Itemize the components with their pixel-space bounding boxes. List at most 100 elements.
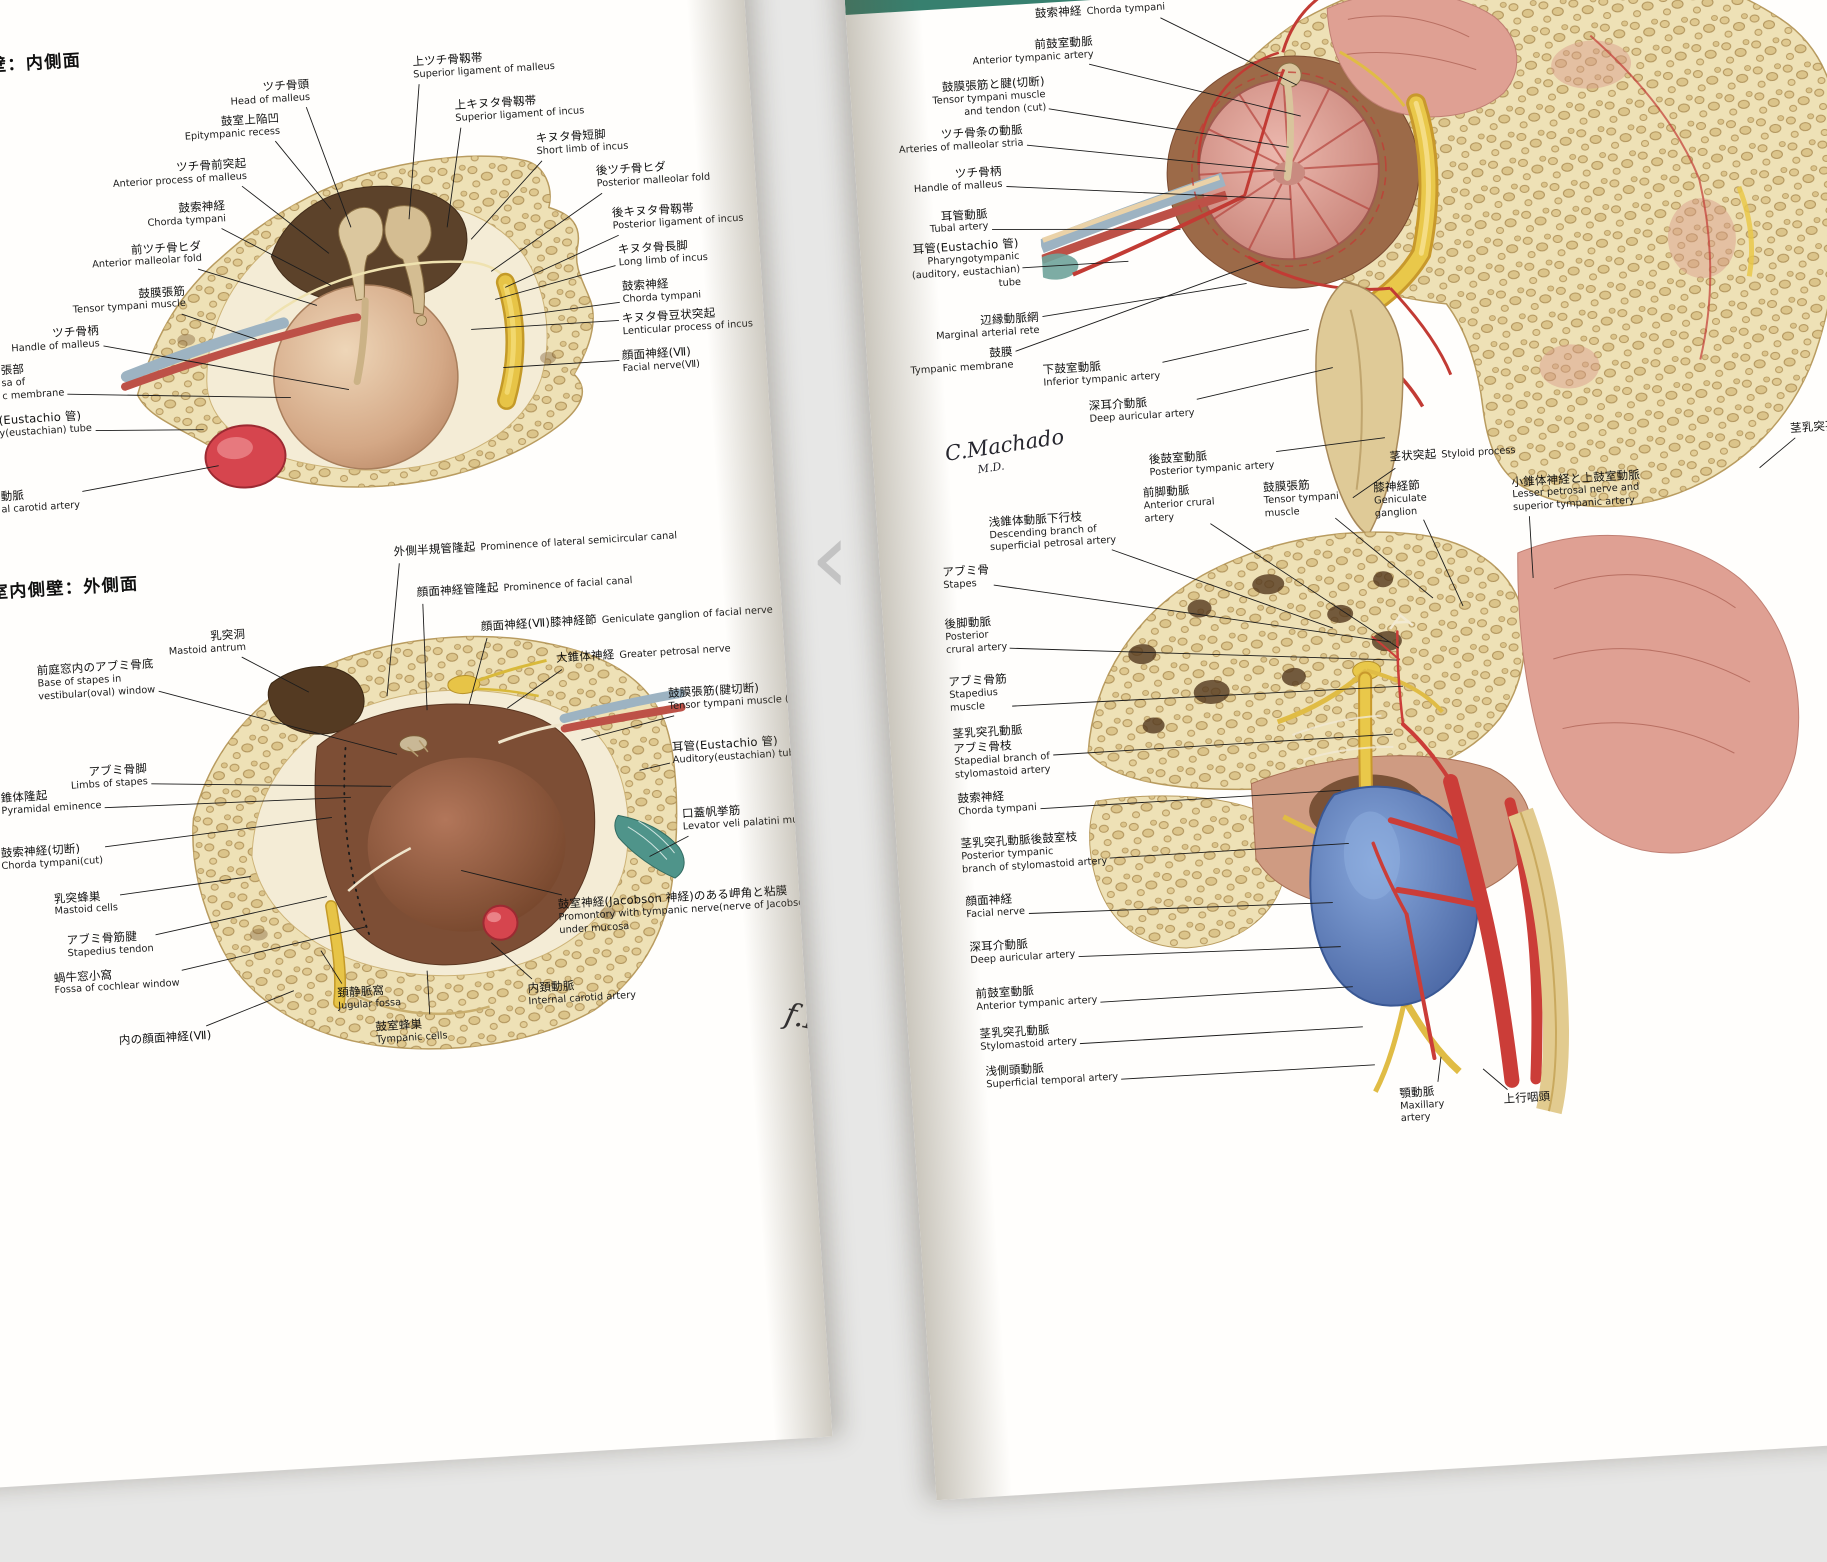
anatomy-label: 耳管(Eustachio 管)Auditory(eustachian) tub [672,733,796,768]
anatomy-label: 茎乳突孔 [1790,418,1827,436]
anatomy-label: 顔面神経(Ⅶ)Facial nerve(Ⅶ) [621,344,700,376]
malleus [338,206,384,301]
stapedius-tendon [347,846,412,892]
label-en: Facial nerve [966,905,1026,921]
label-ja: 大錐体神経 [555,647,615,666]
label-en: Geniculate ganglion of facial nerve [601,604,774,626]
label-en: muscle [949,700,986,714]
internal-carotid-artery [482,904,519,941]
label-ja: 室内側壁：外側面 [0,573,140,603]
signature: f.N [781,995,833,1043]
anatomy-label: 上行咽頭 [1503,1089,1551,1107]
jugular-fossa [353,993,490,1015]
anatomy-label: 鼓膜張筋(腱切断)Tensor tympani muscle (t [668,679,793,714]
tube-cartilage [1034,253,1079,280]
chevron-left-icon: ‹ [810,499,850,616]
anatomy-label: 鼓索神経(切断)Chorda tympani(cut) [0,840,103,874]
anterior-tympanic-artery [1388,817,1471,849]
label-ja: 茎乳突孔 [1789,417,1827,435]
figure-R1 [1034,0,1827,536]
label-en: Tubal artery [929,221,989,236]
lenticular-process [416,314,427,326]
label-en: Chorda tympani [1086,1,1166,18]
label-ja: 顔面神経管隆起 [416,579,499,599]
label-en: Stapes [942,577,977,591]
previous-page-button[interactable]: ‹ [800,508,860,608]
tensor-tendon-cut [497,723,563,744]
label-en: c membrane [1,387,65,403]
label-ja: 外側半規管隆起 [393,539,476,559]
anatomy-label: 耳管(Eustachio 管)Pharyngotympanic(auditory… [910,236,1022,296]
label-sg: f.N [781,996,833,1041]
label-ja: 上行咽頭 [1503,1089,1551,1106]
figure-title: 壁：内側面 [0,49,82,77]
anatomy-label: (Eustachio 管)y(eustachian) tube [0,408,92,441]
facial-canal-dotted-line [343,746,371,938]
label-en: artery [1400,1111,1431,1125]
label-en: Prominence of lateral semicircular canal [480,530,678,554]
tensor-tympani-muscle [1040,190,1229,264]
figure-title: 室内側壁：外側面 [0,573,139,604]
label-en: Styloid process [1441,444,1516,461]
soft-tissue [1327,0,1518,118]
maxillary-artery [1443,774,1520,1089]
label-ja: 茎状突起 [1389,446,1437,464]
label-en: Greater petrosal nerve [619,643,731,662]
label-ja: アブミ骨 [942,562,990,579]
label-ja: 壁：内側面 [0,50,82,76]
deep-auricular-artery [1395,887,1482,909]
incus [384,204,432,315]
eustachian-tube [559,688,686,723]
label-en: Mastoid cells [54,902,119,918]
malleus-handle [353,296,369,385]
label-ja: 鼓索神経 [1034,3,1083,21]
stylomastoid-artery [1404,912,1437,1061]
soft-tissue [1517,535,1800,854]
